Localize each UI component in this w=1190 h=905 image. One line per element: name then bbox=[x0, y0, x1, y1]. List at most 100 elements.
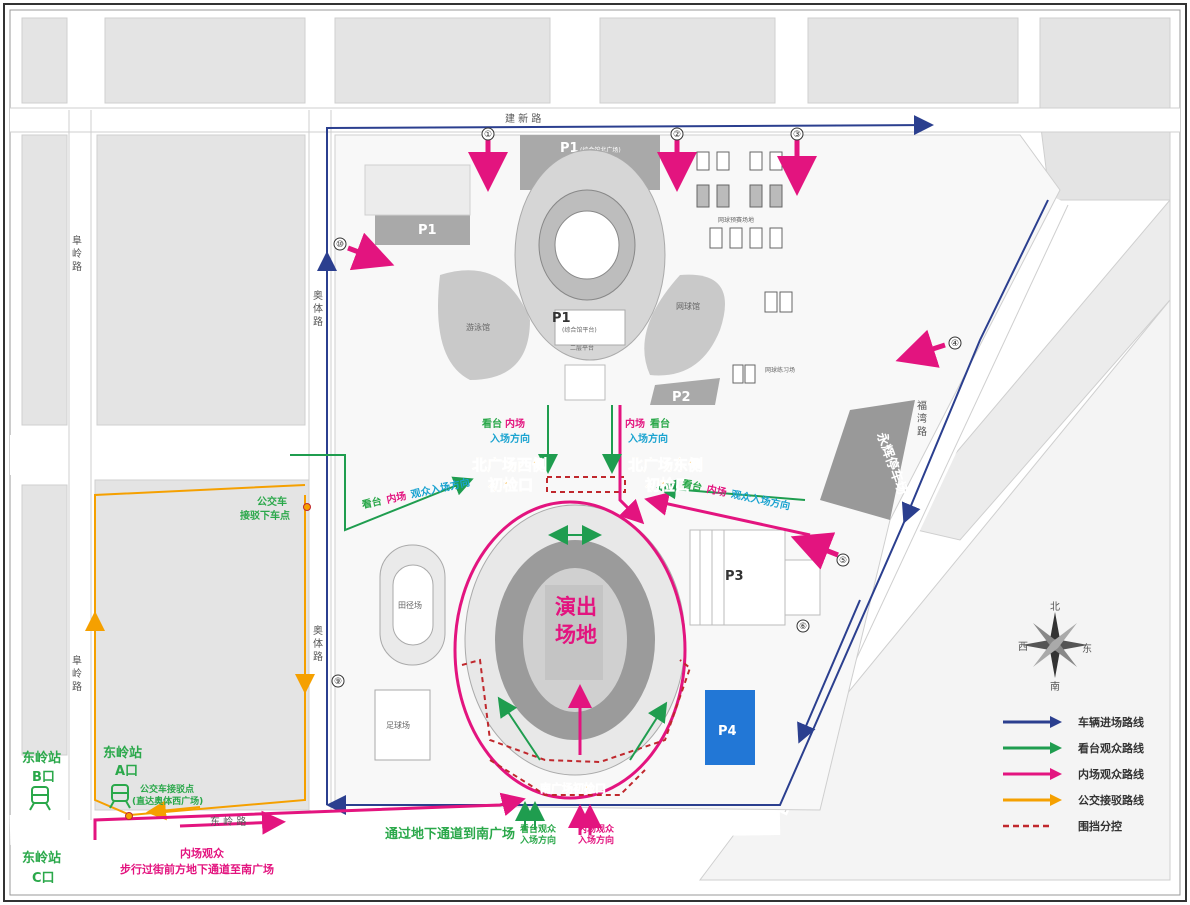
legend-label: 看台观众路线 bbox=[1078, 741, 1144, 755]
dir-west-inner: 内场 bbox=[385, 489, 407, 506]
bus-dropoff-marker bbox=[303, 503, 311, 511]
stand-routes bbox=[290, 405, 806, 830]
marker-1: ① bbox=[484, 130, 492, 140]
venue-label-2: 场地 bbox=[555, 623, 597, 647]
parking-p1-north-sub: (综合馆北广场) bbox=[580, 146, 621, 154]
legend-label: 车辆进场路线 bbox=[1078, 715, 1144, 729]
dir-inner-left: 内场 bbox=[505, 417, 525, 430]
inner-routes bbox=[93, 140, 946, 840]
compass-north: 北 bbox=[1050, 601, 1060, 613]
dir-east-inner: 内场 bbox=[706, 482, 728, 499]
bus-pickup-2: (直达奥体西广场) bbox=[132, 795, 203, 807]
marker-2: ② bbox=[673, 130, 681, 140]
marker-5: ⑤ bbox=[839, 556, 847, 566]
dir-south-inner: 内场观众 bbox=[578, 823, 615, 835]
swimming-hall bbox=[438, 270, 530, 380]
dir-stand-right: 看台 bbox=[650, 417, 670, 430]
road-aoti-top-label: 奥 体 路 bbox=[311, 289, 323, 327]
parking-p2-label: P2 bbox=[672, 390, 691, 405]
route-markers bbox=[331, 127, 962, 688]
legend-label: 公交接驳路线 bbox=[1078, 793, 1144, 807]
legend-arrow-icon bbox=[1050, 742, 1062, 754]
station-b-1: 东岭站 bbox=[22, 750, 61, 766]
checkpoint-south: 南广场初检口 bbox=[540, 781, 606, 795]
dir-underpass: 通过地下通道到南广场 bbox=[385, 826, 515, 842]
parking-p4-label: P4 bbox=[718, 724, 737, 739]
dir-left-entry: 入场方向 bbox=[490, 432, 530, 445]
station-c-1: 东岭站 bbox=[22, 850, 61, 866]
tennis-hall bbox=[644, 274, 725, 376]
road-dongling-label: 东 岭 路 bbox=[210, 815, 246, 828]
compass-west: 西 bbox=[1018, 642, 1028, 653]
parking-p1-mid-sub: (综合馆平台) bbox=[562, 326, 597, 334]
road-fuling-top-label: 阜 岭 路 bbox=[70, 234, 82, 272]
dir-inner-right: 内场 bbox=[625, 417, 645, 430]
track-field: 田径场 bbox=[379, 544, 446, 666]
checkpoint-north-east-2: 初检口 bbox=[645, 476, 690, 494]
dir-east-stand: 看台 bbox=[681, 477, 703, 494]
fence-lines bbox=[461, 476, 692, 796]
legend-label: 内场观众路线 bbox=[1078, 767, 1144, 781]
bus-routes bbox=[85, 484, 315, 821]
bus-pickup-marker bbox=[125, 812, 133, 820]
train-icon-a bbox=[109, 784, 131, 809]
tennis-practice-label: 网球练习场 bbox=[765, 366, 795, 374]
bus-dropoff-1: 公交车 bbox=[257, 495, 287, 508]
dir-west-stand: 看台 bbox=[361, 494, 383, 511]
main-stadium bbox=[464, 504, 686, 776]
parking-p4 bbox=[705, 690, 755, 765]
bus-dropoff-2: 接驳下车点 bbox=[240, 509, 290, 522]
inner-audience-note-2: 步行过街前方地下通道至南广场 bbox=[120, 862, 274, 876]
station-a-2: A口 bbox=[115, 764, 138, 779]
track-label: 田径场 bbox=[398, 600, 422, 610]
checkpoint-north-west-1: 北广场西侧 bbox=[472, 456, 547, 474]
compass-icon bbox=[1022, 612, 1088, 678]
inner-zone-boundary bbox=[453, 500, 687, 800]
legend-arrow-icon bbox=[1050, 794, 1062, 806]
marker-9: ⑨ bbox=[334, 677, 342, 687]
road-jianxin-label: 建 新 路 bbox=[505, 112, 541, 125]
marker-3: ③ bbox=[793, 130, 801, 140]
parking-p1-west-label: P1 bbox=[418, 223, 437, 238]
station-a-1: 东岭站 bbox=[103, 745, 142, 761]
gymnasium: P1 (综合馆平台) 二层平台 bbox=[514, 149, 666, 401]
station-c-2: C口 bbox=[32, 871, 55, 886]
venue-label-1: 演出 bbox=[555, 595, 597, 619]
station-b-2: B口 bbox=[32, 770, 55, 785]
tennis-courts-label: 网球预赛场地 bbox=[718, 216, 754, 224]
legend-arrow-icon bbox=[1050, 716, 1062, 728]
road-fuwan-label: 福 湾 路 bbox=[915, 399, 927, 437]
tennis-courts bbox=[696, 151, 793, 384]
inner-audience-note-1: 内场观众 bbox=[180, 846, 225, 860]
swimming-hall-label: 游泳馆 bbox=[466, 322, 490, 332]
parking-p2 bbox=[650, 378, 720, 405]
checkpoint-north-east-1: 北广场东侧 bbox=[628, 456, 703, 474]
road-edges bbox=[10, 107, 1180, 820]
dir-south-stand-2: 入场方向 bbox=[519, 834, 556, 846]
second-floor-label: 二层平台 bbox=[570, 344, 594, 352]
parking-p3-label: P3 bbox=[725, 569, 744, 584]
marker-10: ⑩ bbox=[336, 240, 344, 250]
dir-stand-left: 看台 bbox=[482, 417, 502, 430]
football-field: 足球场 bbox=[374, 689, 431, 761]
parking-yonghui bbox=[820, 400, 915, 520]
dir-south-inner-2: 入场方向 bbox=[577, 834, 614, 846]
road-fuling-bottom-label: 阜 岭 路 bbox=[70, 654, 82, 692]
marker-4: ④ bbox=[951, 339, 959, 349]
dir-south-stand: 看台观众 bbox=[520, 823, 557, 835]
marker-6: ⑥ bbox=[799, 622, 807, 632]
legend-label: 围挡分控 bbox=[1078, 819, 1122, 833]
compass-south: 南 bbox=[1050, 680, 1060, 693]
dir-right-entry: 入场方向 bbox=[628, 432, 668, 445]
football-label: 足球场 bbox=[386, 720, 410, 730]
train-icon bbox=[29, 786, 51, 811]
bus-pickup-1: 公交车接驳点 bbox=[140, 783, 194, 795]
tennis-hall-label: 网球馆 bbox=[676, 301, 700, 311]
parking-p1-mid-label: P1 bbox=[552, 311, 571, 326]
road-aoti-bottom-label: 奥 体 路 bbox=[311, 624, 323, 662]
checkpoint-north-west-2: 初检口 bbox=[488, 476, 533, 494]
legend-arrow-icon bbox=[1050, 768, 1062, 780]
compass-east: 东 bbox=[1082, 642, 1092, 655]
